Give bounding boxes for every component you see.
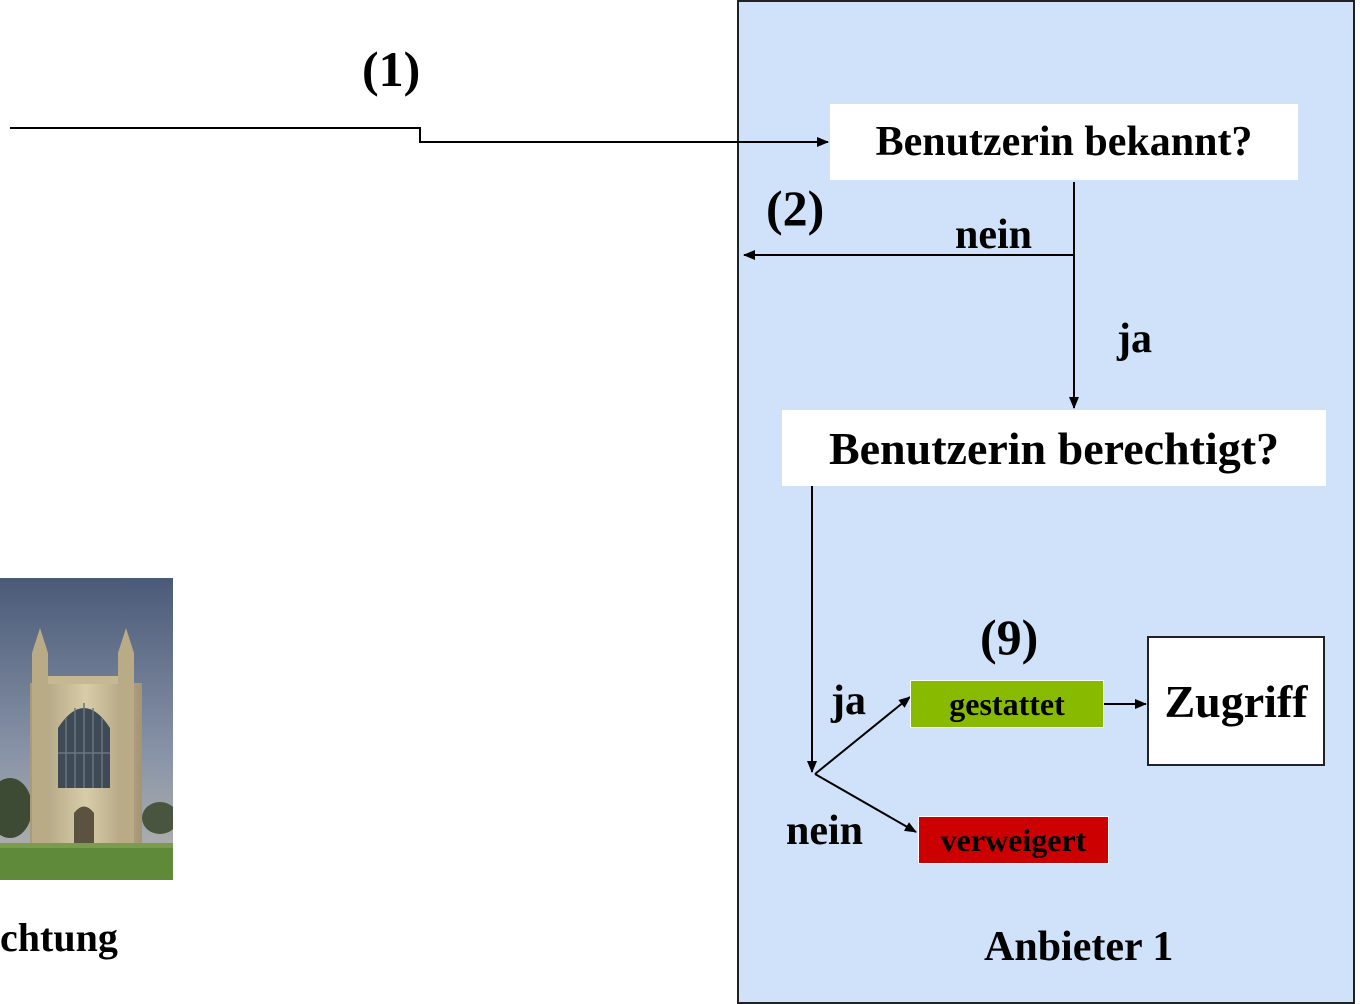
status-allowed-badge: gestattet [910,680,1104,728]
question-authorized-box: Benutzerin berechtigt? [782,410,1326,486]
status-allowed-text: gestattet [949,685,1065,722]
access-box: Zugriff [1147,636,1325,766]
request-arrow [10,127,829,147]
step-1-label: (1) [362,41,421,97]
step-9-label: (9) [980,609,1039,665]
access-text: Zugriff [1164,675,1308,727]
answer-yes-authorized: ja [831,678,866,724]
answer-no-authorized: nein [786,808,864,854]
left-caption: chtung [0,915,118,960]
allowed-arrow [814,696,911,775]
denied-arrow [814,773,917,833]
status-denied-text: verweigert [940,821,1087,858]
question-authorized-text: Benutzerin berechtigt? [828,422,1280,474]
cathedral-photo [0,578,173,880]
step-2-label: (2) [766,180,825,236]
answer-no-known: nein [955,212,1033,258]
status-denied-badge: verweigert [918,816,1109,864]
answer-yes-known: ja [1117,316,1152,362]
provider-name: Anbieter 1 [984,924,1174,970]
question-known-box: Benutzerin bekannt? [830,104,1298,180]
question-known-text: Benutzerin bekannt? [875,119,1253,165]
